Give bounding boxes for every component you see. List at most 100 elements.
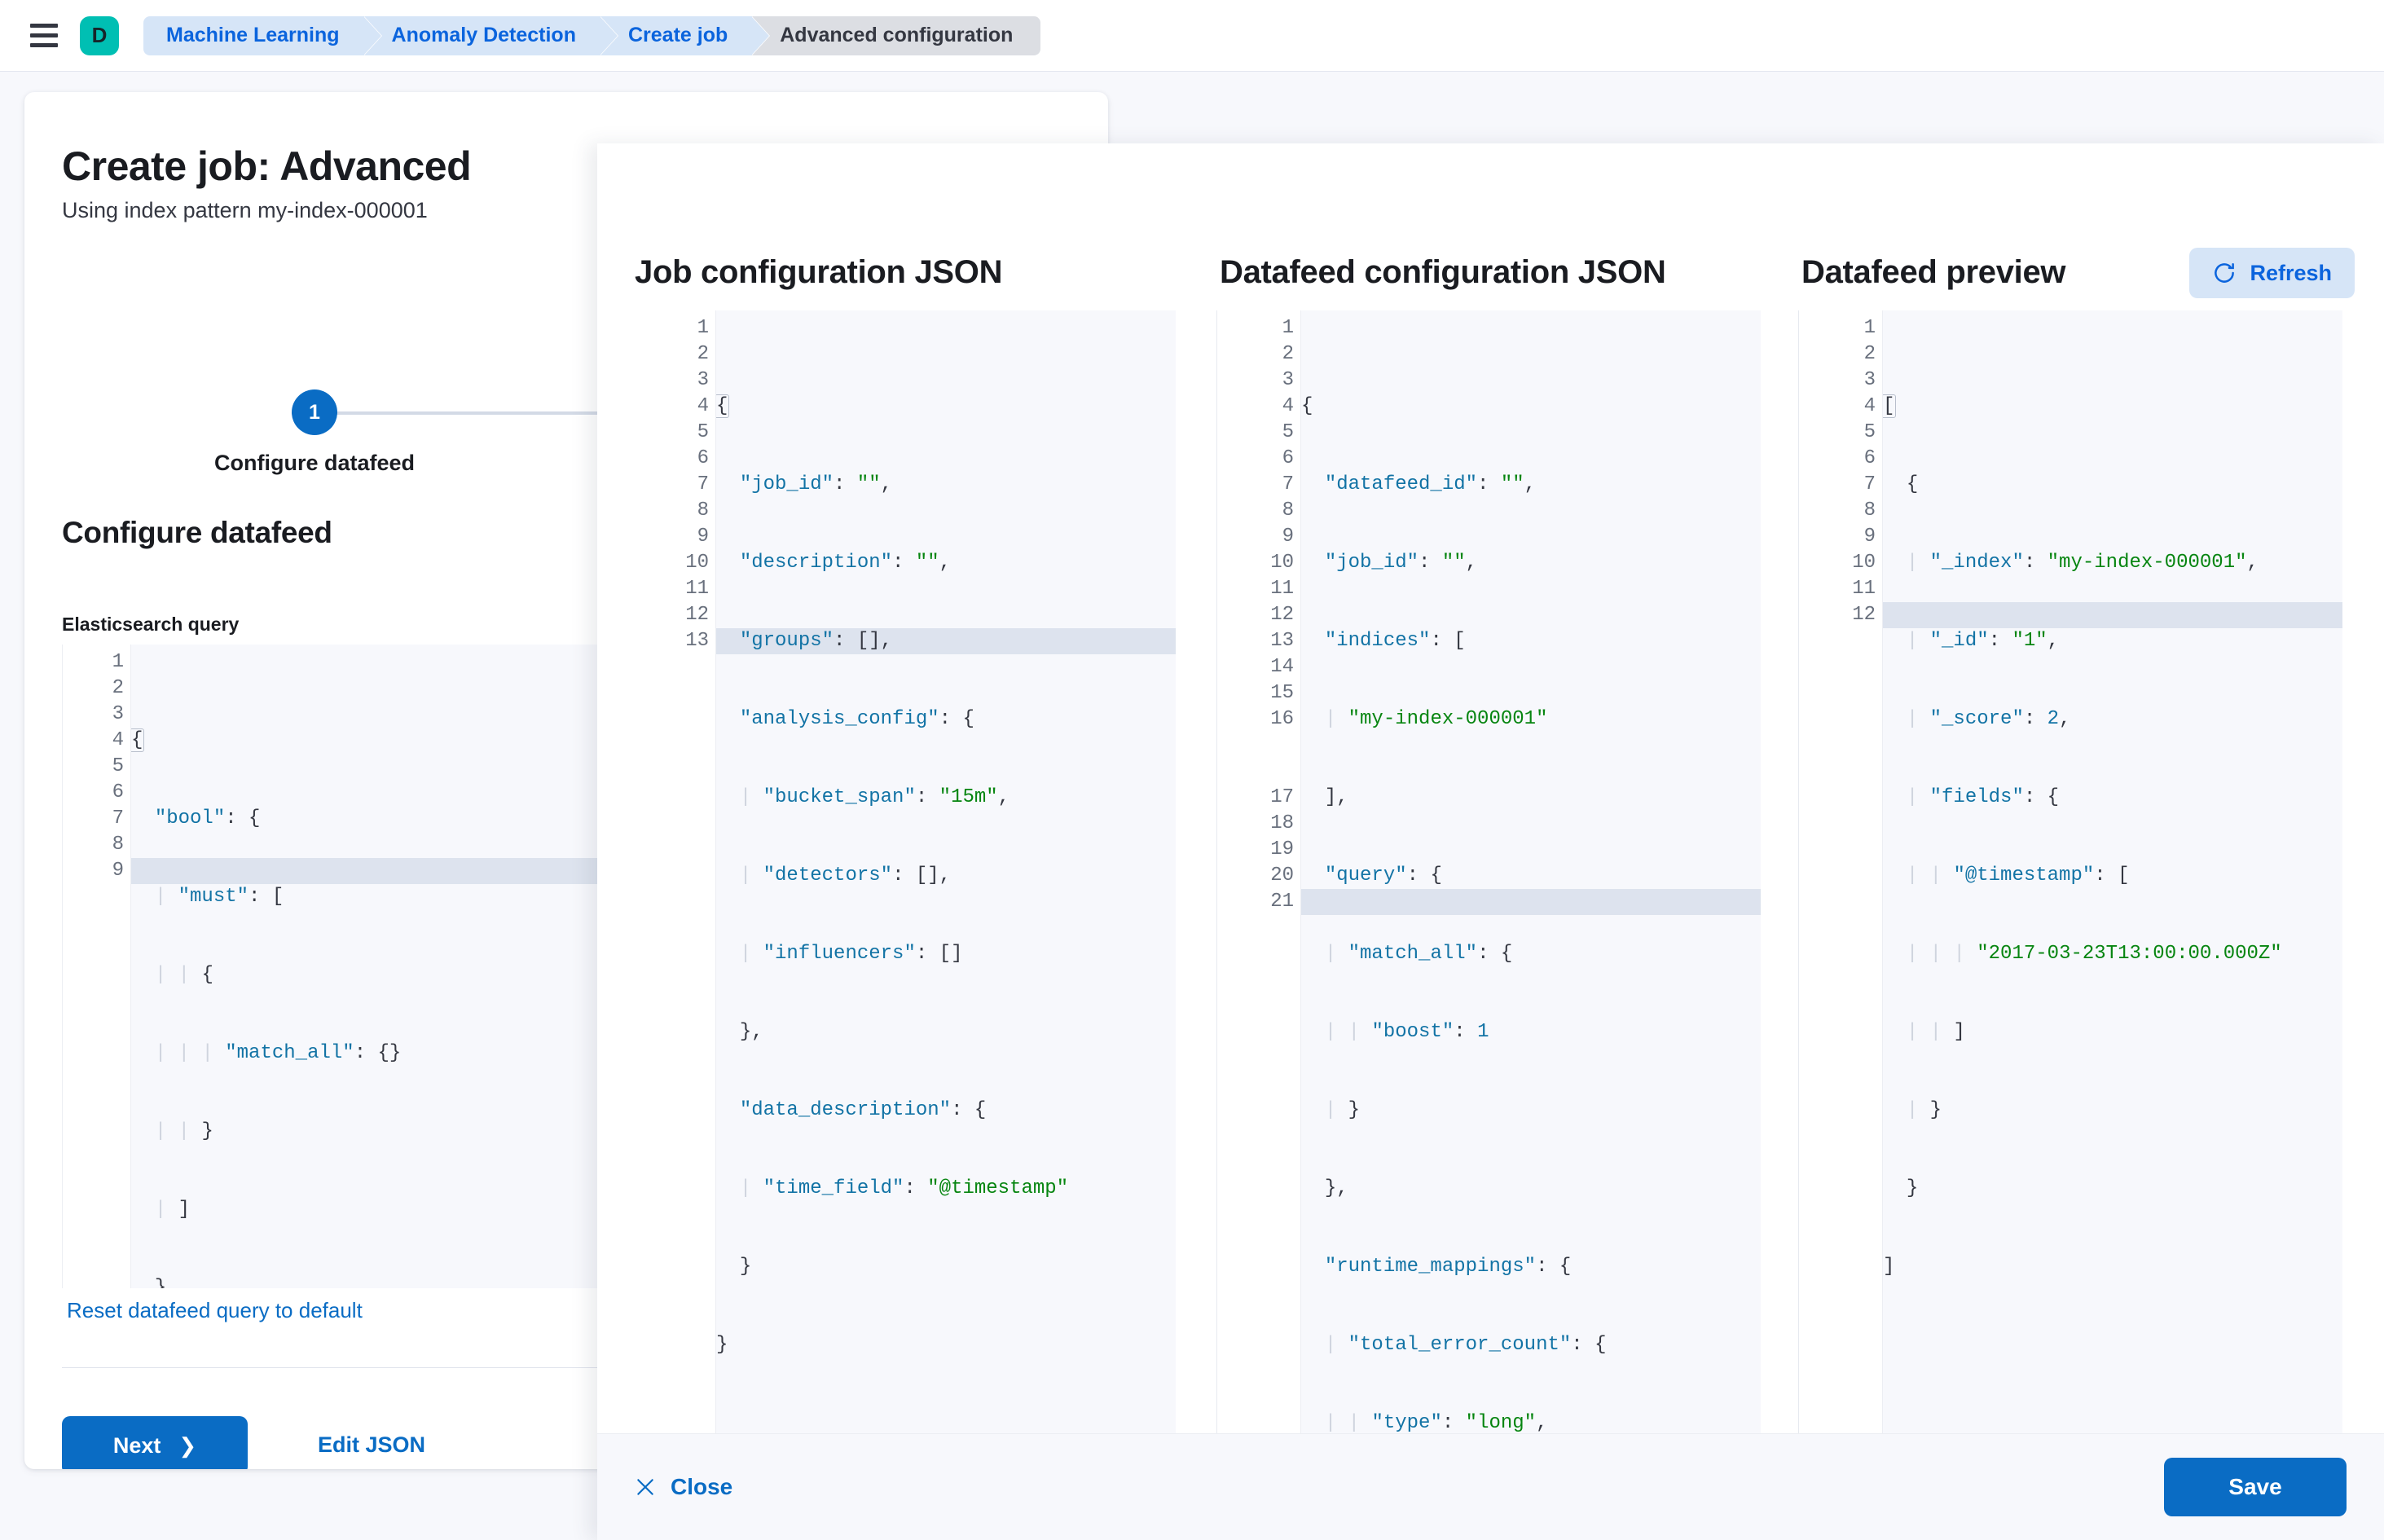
refresh-button[interactable]: Refresh (2189, 248, 2355, 298)
page-subtitle: Using index pattern my-index-000001 (62, 198, 428, 222)
code-line: "analysis_config": { (739, 708, 974, 730)
hamburger-menu-icon[interactable] (26, 18, 62, 54)
editor-code-area[interactable]: { "datafeed_id": "", "job_id": "", "indi… (1301, 310, 1761, 1433)
code-line: ], (1324, 786, 1348, 808)
breadcrumb-item-machine-learning[interactable]: Machine Learning (143, 15, 381, 55)
code-line: | "fields": { (1906, 786, 2060, 808)
line-number: 13 (685, 630, 709, 652)
line-number: 2▾ (1805, 341, 1894, 367)
datafeed-preview-title: Datafeed preview (1801, 254, 2066, 290)
line-number: 4 (1863, 395, 1876, 417)
code-line: | "my-index-000001" (1324, 708, 1548, 730)
hamburger-bar (30, 24, 58, 28)
code-line: "data_description": { (739, 1099, 987, 1121)
breadcrumb: Machine Learning Anomaly Detection Creat… (143, 15, 1041, 55)
line-number: 19 (1270, 838, 1294, 860)
datafeed-configuration-title: Datafeed configuration JSON (1220, 254, 1666, 290)
line-number: 13▾ (1223, 628, 1312, 654)
next-button[interactable]: Next ❯ (62, 1416, 248, 1469)
line-number: 8▾ (1223, 498, 1312, 524)
line-number: 8 (697, 499, 709, 521)
line-number: 6▾ (1805, 446, 1894, 472)
breadcrumb-item-advanced-configuration: Advanced configuration (752, 15, 1041, 55)
datafeed-configuration-json-editor[interactable]: 1▾ 2 3 4▾ 5 6 7▾ 8▾ 9 10 11 12▾ 13▾ 14 (1223, 310, 1761, 1433)
code-line: } (1906, 1177, 1919, 1199)
flyout-footer: Close Save (597, 1433, 2384, 1540)
active-line-highlight (716, 628, 1176, 654)
code-line: { (1906, 473, 1919, 495)
line-number: 3 (1282, 369, 1294, 391)
line-number: 11 (1852, 578, 1876, 600)
flyout-body: Job configuration JSON 1▾ 2 3 4 5▾ 6 7 8… (597, 143, 2384, 1433)
line-number: 10 (1270, 552, 1294, 574)
code-line: "job_id": "", (739, 473, 893, 495)
chevron-right-icon: ❯ (178, 1432, 197, 1458)
line-number-spacer (1223, 733, 1300, 785)
code-line: | "influencers": [] (739, 943, 963, 965)
line-number: 9 (697, 526, 709, 548)
section-title: Configure datafeed (62, 516, 332, 549)
line-number: 20 (1270, 865, 1294, 887)
line-number: 9 (1863, 526, 1876, 548)
line-number: 6 (697, 447, 709, 469)
next-button-label: Next (112, 1432, 161, 1458)
reset-datafeed-query-link[interactable]: Reset datafeed query to default (67, 1298, 363, 1322)
line-number: 6 (112, 781, 124, 803)
code-line: "runtime_mappings": { (1324, 1256, 1572, 1278)
line-number: 10 (1852, 552, 1876, 574)
active-line-highlight (1301, 889, 1761, 915)
code-line: "job_id": "", (1324, 552, 1478, 574)
code-line: } (716, 1334, 728, 1356)
editor-gutter: 1▾ 2▾ 3 4 5 6▾ 7▾ 8 9 10 11 12 (1805, 310, 1894, 1433)
line-number: 5 (112, 755, 124, 777)
line-number: 9 (112, 860, 124, 882)
breadcrumb-item-create-job[interactable]: Create job (600, 15, 770, 55)
code-line: "datafeed_id": "", (1324, 473, 1537, 495)
code-line: | "match_all": { (1324, 943, 1513, 965)
code-line: } (739, 1256, 752, 1278)
page-background: Create job: Advanced Using index pattern… (0, 72, 2384, 1540)
line-number: 12▾ (1223, 602, 1312, 628)
line-number: 8 (1863, 499, 1876, 521)
line-number: 7 (112, 807, 124, 829)
active-line-highlight (1883, 602, 2342, 628)
datafeed-preview-json-editor[interactable]: 1▾ 2▾ 3 4 5 6▾ 7▾ 8 9 10 11 12 (1805, 310, 2342, 1433)
code-line: }, (739, 1021, 763, 1043)
line-number: 7 (697, 473, 709, 495)
column-separator (1798, 310, 1799, 1433)
hamburger-bar (30, 33, 58, 37)
line-number: 21 (1270, 891, 1294, 913)
job-configuration-json-editor[interactable]: 1▾ 2 3 4 5▾ 6 7 8 9 10▾ 11 12 13 (638, 310, 1176, 1433)
line-number: 11 (1270, 578, 1294, 600)
edit-json-link[interactable]: Edit JSON (318, 1432, 426, 1457)
line-number: 5▾ (638, 420, 727, 446)
line-number: 1▾ (638, 315, 727, 341)
step-1-circle[interactable]: 1 (292, 389, 337, 435)
top-navigation-bar: D Machine Learning Anomaly Detection Cre… (0, 0, 2384, 72)
line-number: 5 (1282, 421, 1294, 443)
code-line: | } (1324, 1099, 1361, 1121)
advanced-configuration-flyout: Job configuration JSON 1▾ 2 3 4 5▾ 6 7 8… (597, 143, 2384, 1540)
code-line: [ (1883, 394, 1897, 418)
editor-gutter: 1▾ 2▾ 3▾ 4▾ 5 6 7 8 9 (63, 645, 142, 1288)
code-line: { (1301, 395, 1313, 417)
hamburger-bar (30, 43, 58, 47)
elasticsearch-query-label: Elasticsearch query (62, 614, 240, 635)
breadcrumb-item-anomaly-detection[interactable]: Anomaly Detection (363, 15, 618, 55)
code-line: | | ] (1906, 1021, 1965, 1043)
line-number: 14 (1270, 656, 1294, 678)
editor-code-area[interactable]: { "job_id": "", "description": "", "grou… (716, 310, 1176, 1433)
save-button[interactable]: Save (2164, 1458, 2347, 1516)
code-line: | | | "match_all": {} (154, 1042, 402, 1064)
line-number: 3 (697, 369, 709, 391)
line-number: 12 (1852, 604, 1876, 626)
datafeed-configuration-column: Datafeed configuration JSON 1▾ 2 3 4▾ 5 … (1216, 143, 1798, 1433)
line-number: 1▾ (1223, 315, 1312, 341)
code-line: "description": "", (739, 552, 952, 574)
code-line: }, (1324, 1177, 1348, 1199)
space-avatar[interactable]: D (80, 15, 119, 55)
close-button[interactable]: Close (635, 1474, 732, 1500)
line-number: 6 (1282, 447, 1294, 469)
editor-code-area[interactable]: [ { | "_index": "my-index-000001", | "_i… (1883, 310, 2342, 1433)
code-line: | ] (154, 1199, 191, 1221)
